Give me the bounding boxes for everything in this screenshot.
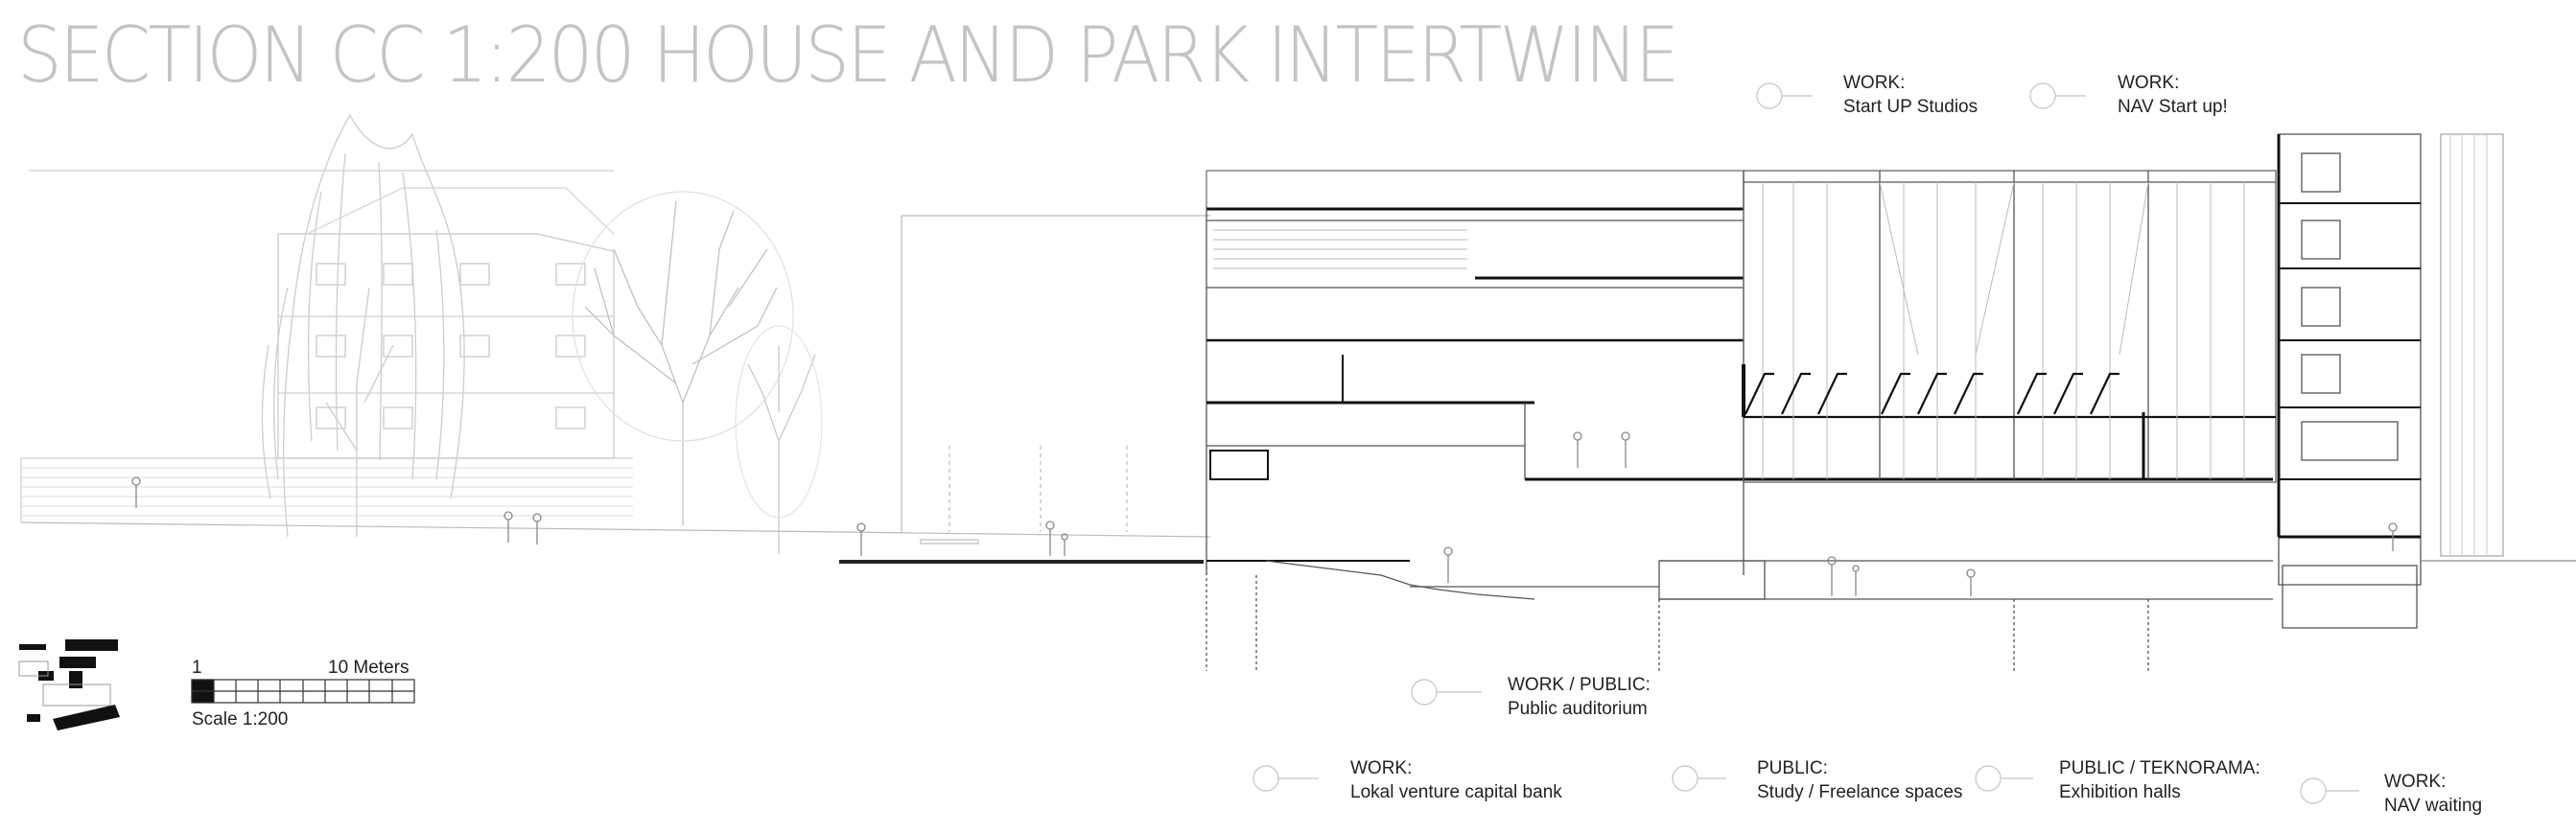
annotation-nav-start-up: WORK: NAV Start up! xyxy=(2118,71,2228,119)
annotation-exhibition-halls: PUBLIC / TEKNORAMA: Exhibition halls xyxy=(2059,756,2260,804)
annotation-description: NAV waiting xyxy=(2384,796,2483,816)
small-tree xyxy=(735,325,823,554)
annotation-category: PUBLIC / TEKNORAMA: xyxy=(2059,758,2260,778)
scale-end-label: 10 Meters xyxy=(328,658,410,678)
annotation-description: Lokal venture capital bank xyxy=(1350,782,1562,802)
existing-building-windows xyxy=(316,263,586,429)
annotation-nav-waiting: WORK: NAV waiting xyxy=(2384,770,2482,818)
annotation-category: WORK: xyxy=(2384,772,2447,792)
annotation-description: Public auditorium xyxy=(1508,699,1648,719)
annotation-study-freelance: PUBLIC: Study / Freelance spaces xyxy=(1757,756,1962,804)
main-section xyxy=(1206,133,2576,671)
deciduous-tree xyxy=(572,191,794,525)
plinth-hatch xyxy=(21,467,633,517)
annotation-category: WORK: xyxy=(2118,73,2180,93)
annotation-description: Exhibition halls xyxy=(2059,782,2181,802)
annotation-leaders xyxy=(1253,82,2359,804)
annotation-description: Study / Freelance spaces xyxy=(1757,782,1963,802)
drawing-title: SECTION CC 1:200 HOUSE AND PARK INTERTWI… xyxy=(17,11,1679,100)
annotation-category: WORK: xyxy=(1350,758,1413,778)
existing-building xyxy=(20,170,633,522)
scale-start-label: 1 xyxy=(192,658,202,678)
annotation-category: WORK / PUBLIC: xyxy=(1508,675,1651,695)
annotation-start-up-studios: WORK: Start UP Studios xyxy=(1843,71,1978,119)
key-plan xyxy=(18,639,120,730)
ground-line xyxy=(20,215,1211,544)
annotation-description: NAV Start up! xyxy=(2118,97,2228,117)
annotation-venture-capital-bank: WORK: Lokal venture capital bank xyxy=(1350,756,1562,804)
scale-bar xyxy=(191,679,415,704)
people-figures xyxy=(131,431,2398,596)
annotation-public-auditorium: WORK / PUBLIC: Public auditorium xyxy=(1508,673,1651,721)
annotation-description: Start UP Studios xyxy=(1843,97,1979,117)
willow-tree xyxy=(261,113,465,538)
annotation-category: WORK: xyxy=(1843,73,1906,93)
annotation-category: PUBLIC: xyxy=(1757,758,1828,778)
scale-caption: Scale 1:200 xyxy=(192,709,289,730)
